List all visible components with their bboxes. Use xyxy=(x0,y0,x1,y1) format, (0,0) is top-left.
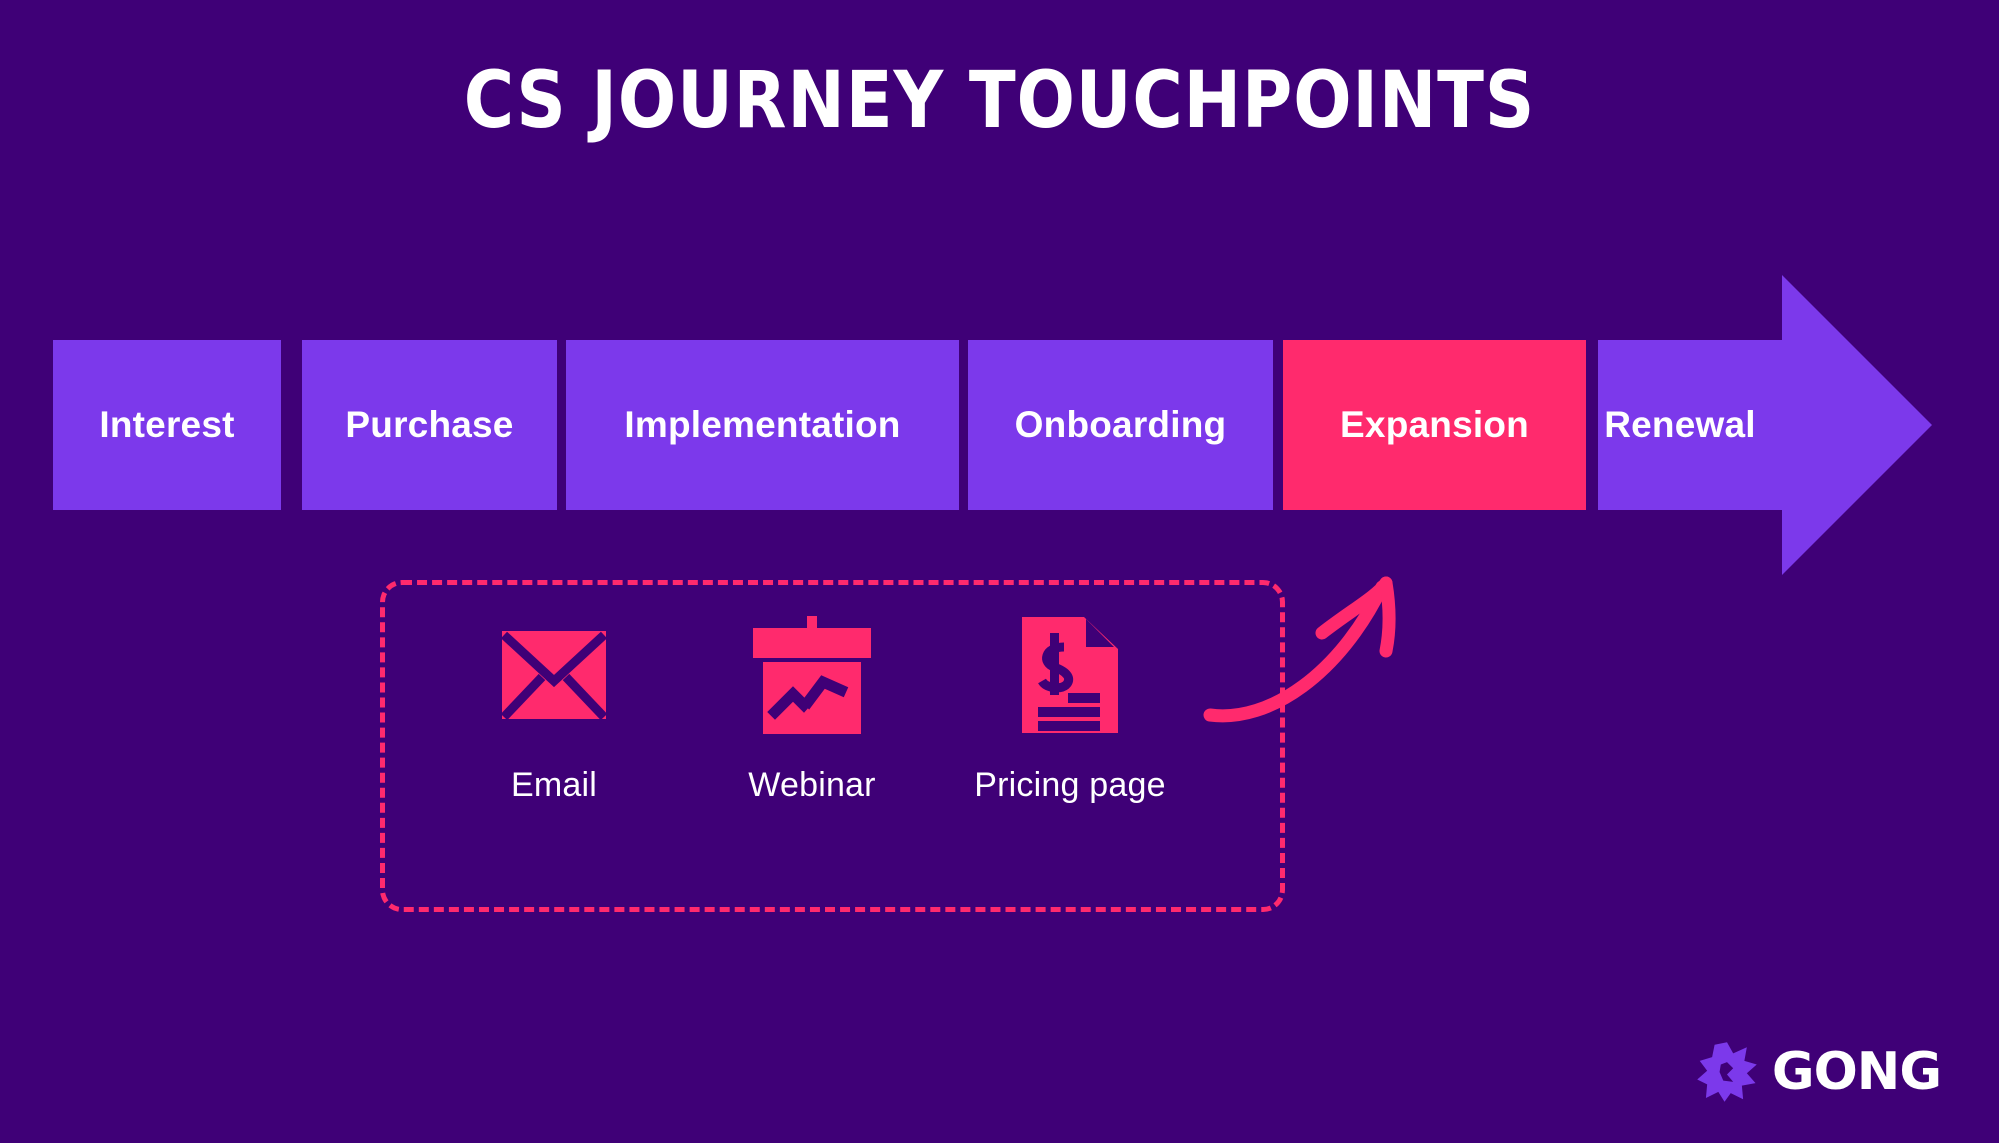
gong-wordmark: GONG xyxy=(1771,1042,1942,1102)
stage-renewal[interactable]: Renewal xyxy=(1598,340,1788,510)
stage-label: Purchase xyxy=(345,404,514,445)
touchpoint-email[interactable]: Email xyxy=(425,610,683,805)
stage-interest[interactable]: Interest xyxy=(53,340,281,510)
stage-label: Renewal xyxy=(1604,404,1756,445)
touchpoint-webinar[interactable]: Webinar xyxy=(683,610,941,805)
stage-label: Implementation xyxy=(624,404,901,445)
gong-logo: GONG xyxy=(1696,1041,1942,1103)
touchpoint-label: Email xyxy=(510,766,598,804)
stage-onboarding[interactable]: Onboarding xyxy=(968,340,1273,510)
stage-purchase[interactable]: Purchase xyxy=(302,340,557,510)
stage-label: Onboarding xyxy=(1014,404,1227,445)
invoice-dollar-document-icon xyxy=(1022,610,1118,740)
curved-up-right-arrow-icon xyxy=(1200,555,1420,740)
stage-implementation[interactable]: Implementation xyxy=(566,340,959,510)
arrow-head-shape xyxy=(1782,275,1932,575)
touchpoints-callout-box xyxy=(380,580,1285,912)
journey-stage-strip: Interest Purchase Implementation Onboard… xyxy=(0,275,1999,575)
touchpoint-label: Webinar xyxy=(748,766,876,804)
touchpoint-pricing-page[interactable]: Pricing page xyxy=(941,610,1199,805)
stage-expansion[interactable]: Expansion xyxy=(1283,340,1586,510)
stage-label: Interest xyxy=(99,404,235,445)
presentation-chart-icon xyxy=(745,610,879,740)
envelope-icon xyxy=(502,610,606,740)
touchpoints-list: Email Webinar xyxy=(425,610,1225,885)
touchpoint-label: Pricing page xyxy=(974,766,1166,804)
gong-starburst-icon xyxy=(1697,1042,1757,1102)
page-title: CS JOURNEY TOUCHPOINTS xyxy=(463,56,1536,146)
stage-label: Expansion xyxy=(1340,404,1529,445)
